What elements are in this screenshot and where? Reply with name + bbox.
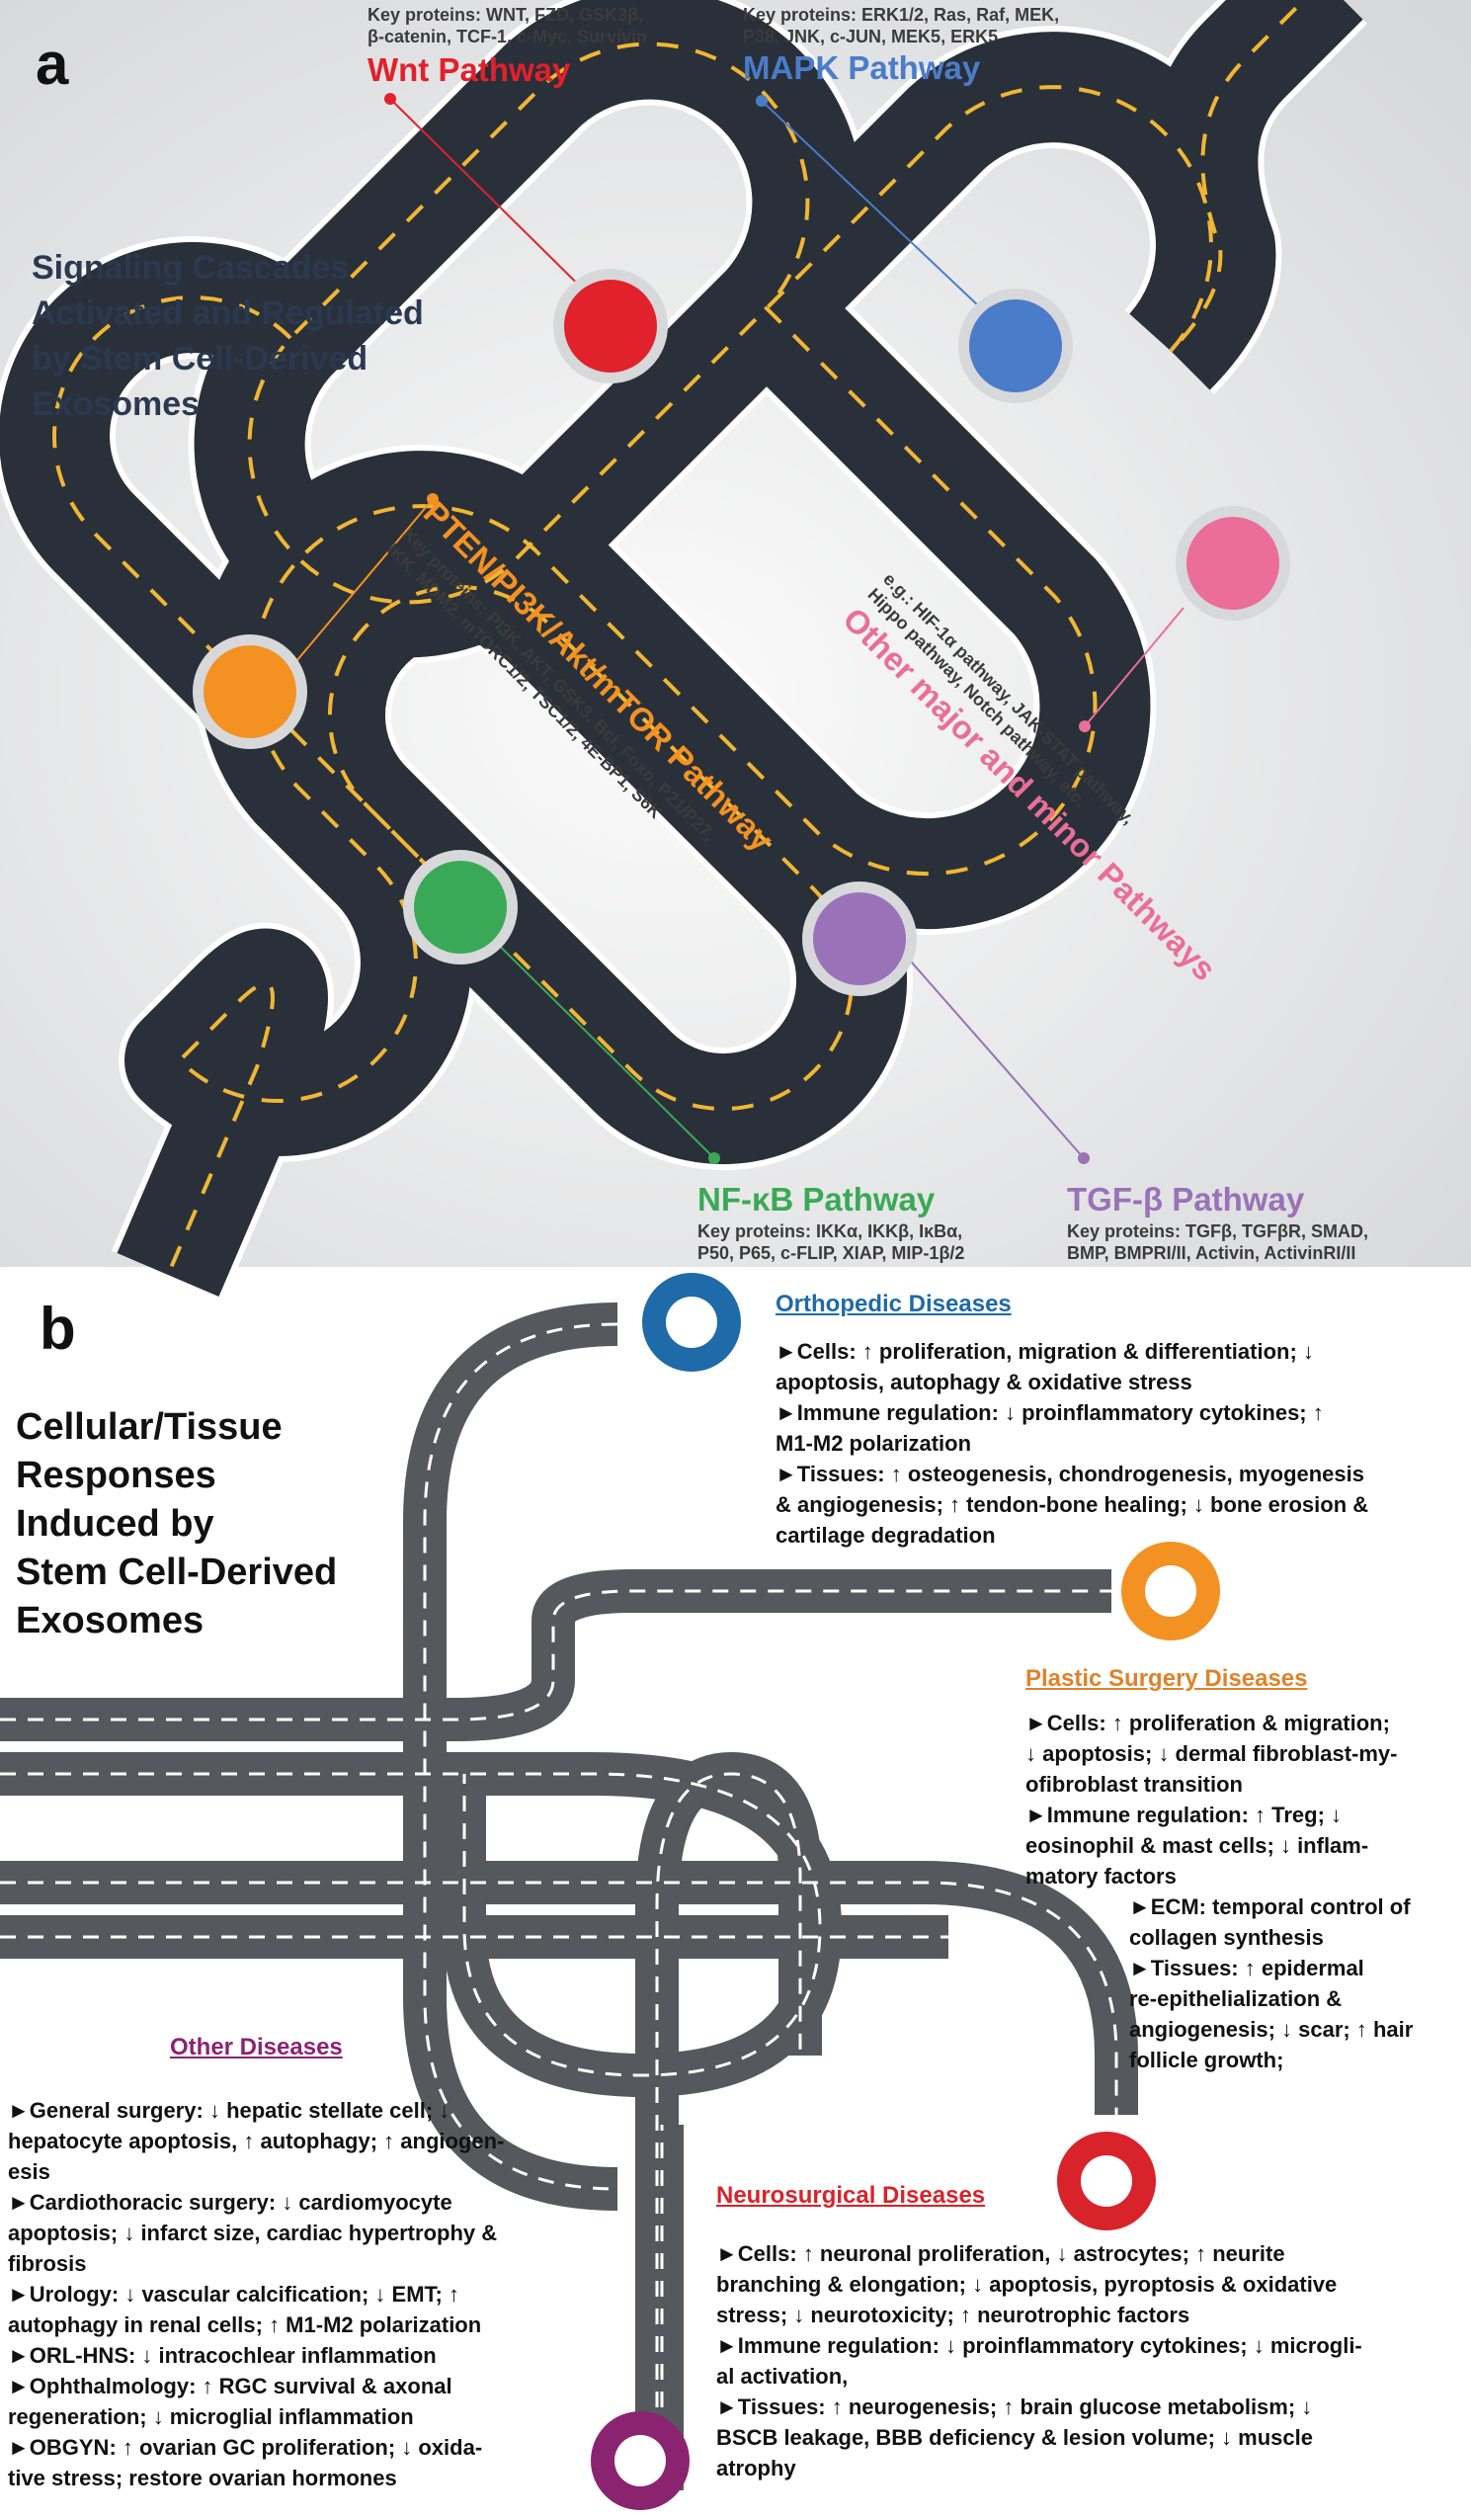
panel-a-road [0,0,1367,1300]
panel-a-title: Signaling Cascades Activated and Regulat… [32,245,424,427]
text-line: ►Urology: ↓ vascular calcification; ↓ EM… [8,2282,459,2307]
text-line: stress; ↓ neurotoxicity; ↑ neurotrophic … [716,2303,1190,2327]
panel-a-pathway-nodes [193,269,1290,996]
wnt-key-proteins: Key proteins: WNT, FZD, GSK3β, β-catenin… [368,4,647,47]
plastic-surgery-heading: Plastic Surgery Diseases [1025,1665,1308,1692]
mapk-key-proteins: Key proteins: ERK1/2, Ras, Raf, MEK, P38… [743,4,1059,47]
orthopedic-heading: Orthopedic Diseases [776,1291,1012,1317]
text-line: al activation, [716,2364,849,2389]
text-line: ↓ apoptosis; ↓ dermal fibroblast-my- [1025,1741,1398,1766]
panel-b-disease-markers [591,1273,1220,2510]
plastic-surgery-text-2: ►ECM: temporal control of collagen synth… [1129,1891,1465,2075]
mapk-pathway-label: MAPK Pathway [743,49,981,86]
text-line: apoptosis; ↓ infarct size, cardiac hyper… [8,2221,498,2245]
text-line: & angiogenesis; ↑ tendon-bone healing; ↓… [776,1492,1369,1517]
text-line: BSCB leakage, BBB deficiency & lesion vo… [716,2425,1313,2450]
text-line: angiogenesis; ↓ scar; ↑ hair [1129,2017,1414,2042]
text-line: re-epithelialization & [1129,1986,1343,2011]
orthopedic-text: ►Cells: ↑ proliferation, migration & dif… [776,1336,1467,1551]
text-line: ►Ophthalmology: ↑ RGC survival & axonal [8,2374,452,2398]
text-line: follicle growth; [1129,2048,1284,2072]
panel-a-letter: a [36,31,69,97]
title-line: by Stem Cell-Derived [32,340,368,378]
text-line: ►Tissues: ↑ neurogenesis; ↑ brain glucos… [716,2394,1313,2419]
plastic-marker [1121,1542,1220,1640]
title-line: Signaling Cascades [32,249,350,287]
text-line: ►Cardiothoracic surgery: ↓ cardiomyocyte [8,2190,452,2215]
key-line: Key proteins: WNT, FZD, GSK3β, [368,5,644,25]
nfkb-key-proteins: Key proteins: IKKα, IKKβ, IκBα, P50, P65… [697,1220,964,1264]
text-line: hepatocyte apoptosis, ↑ autophagy; ↑ ang… [8,2129,505,2153]
text-line: ofibroblast transition [1025,1772,1243,1797]
wnt-node [553,269,668,383]
text-line: collagen synthesis [1129,1925,1324,1950]
text-line: esis [8,2159,50,2184]
text-line: apoptosis, autophagy & oxidative stress [776,1370,1192,1394]
key-line: Key proteins: TGFβ, TGFβR, SMAD, [1067,1221,1368,1241]
nfkb-pathway-label: NF-κB Pathway [697,1181,936,1218]
text-line: ►Cells: ↑ neuronal proliferation, ↓ astr… [716,2241,1285,2266]
plastic-surgery-text: ►Cells: ↑ proliferation & migration; ↓ a… [1025,1708,1465,1891]
key-line: BMP, BMPRI/II, Activin, ActivinRI/II [1067,1243,1356,1263]
text-line: ►Cells: ↑ proliferation, migration & dif… [776,1339,1314,1364]
text-line: ►Tissues: ↑ osteogenesis, chondrogenesis… [776,1462,1364,1486]
text-line: ►Immune regulation: ↓ proinflammatory cy… [716,2333,1362,2358]
text-line: eosinophil & mast cells; ↓ inflam- [1025,1833,1369,1858]
other-diseases-text: ►General surgery: ↓ hepatic stellate cel… [8,2095,601,2493]
other-marker [591,2411,690,2510]
text-line: ►ORL-HNS: ↓ intracochlear inflammation [8,2343,437,2368]
neurosurgical-text: ►Cells: ↑ neuronal proliferation, ↓ astr… [716,2238,1467,2483]
title-line: Cellular/Tissue [16,1406,283,1448]
text-line: matory factors [1025,1864,1177,1889]
key-line: P38, JNK, c-JUN, MEK5, ERK5 [743,27,999,46]
tgfb-node [802,882,917,996]
title-line: Stem Cell-Derived [16,1552,338,1593]
text-line: ►General surgery: ↓ hepatic stellate cel… [8,2098,450,2123]
text-line: tive stress; restore ovarian hormones [8,2466,397,2490]
text-line: ►Immune regulation: ↓ proinflammatory cy… [776,1400,1324,1425]
text-line: ►Tissues: ↑ epidermal [1129,1956,1364,1980]
other-diseases-heading: Other Diseases [170,2034,343,2060]
key-line: Key proteins: ERK1/2, Ras, Raf, MEK, [743,5,1060,25]
key-line: P50, P65, c-FLIP, XIAP, MIP-1β/2 [697,1243,965,1263]
title-line: Exosomes [32,385,201,423]
pten-node [193,634,307,749]
text-line: ►Cells: ↑ proliferation & migration; [1025,1711,1390,1735]
key-line: β-catenin, TCF-1, c-Myc, Survivin [368,27,648,46]
wnt-pathway-label: Wnt Pathway [368,51,571,88]
neuro-marker [1057,2132,1156,2230]
text-line: ►Immune regulation: ↑ Treg; ↓ [1025,1803,1343,1827]
tgfb-pathway-label: TGF-β Pathway [1067,1181,1305,1218]
key-line: Key proteins: IKKα, IKKβ, IκBα, [697,1221,963,1241]
title-line: Exosomes [16,1600,204,1641]
mapk-node [958,289,1073,403]
neurosurgical-heading: Neurosurgical Diseases [716,2182,986,2209]
ortho-marker [642,1273,741,1372]
title-line: Induced by [16,1503,214,1545]
tgfb-key-proteins: Key proteins: TGFβ, TGFβR, SMAD, BMP, BM… [1067,1220,1368,1264]
text-line: atrophy [716,2456,796,2480]
text-line: ►OBGYN: ↑ ovarian GC proliferation; ↓ ox… [8,2435,483,2460]
panel-b-title: Cellular/Tissue Responses Induced by Ste… [16,1403,337,1645]
text-line: cartilage degradation [776,1523,996,1548]
title-line: Responses [16,1455,216,1496]
panel-b-road [0,1302,1138,2490]
text-line: autophagy in renal cells; ↑ M1-M2 polari… [8,2312,482,2337]
text-line: fibrosis [8,2251,87,2276]
text-line: branching & elongation; ↓ apoptosis, pyr… [716,2272,1338,2297]
text-line: ►ECM: temporal control of [1129,1894,1411,1919]
title-line: Activated and Regulated [32,294,424,332]
other-node [1176,506,1290,621]
panel-b-letter: b [40,1296,76,1362]
nfkb-node [403,850,518,965]
text-line: M1-M2 polarization [776,1431,972,1456]
text-line: regeneration; ↓ microglial inflammation [8,2404,414,2429]
